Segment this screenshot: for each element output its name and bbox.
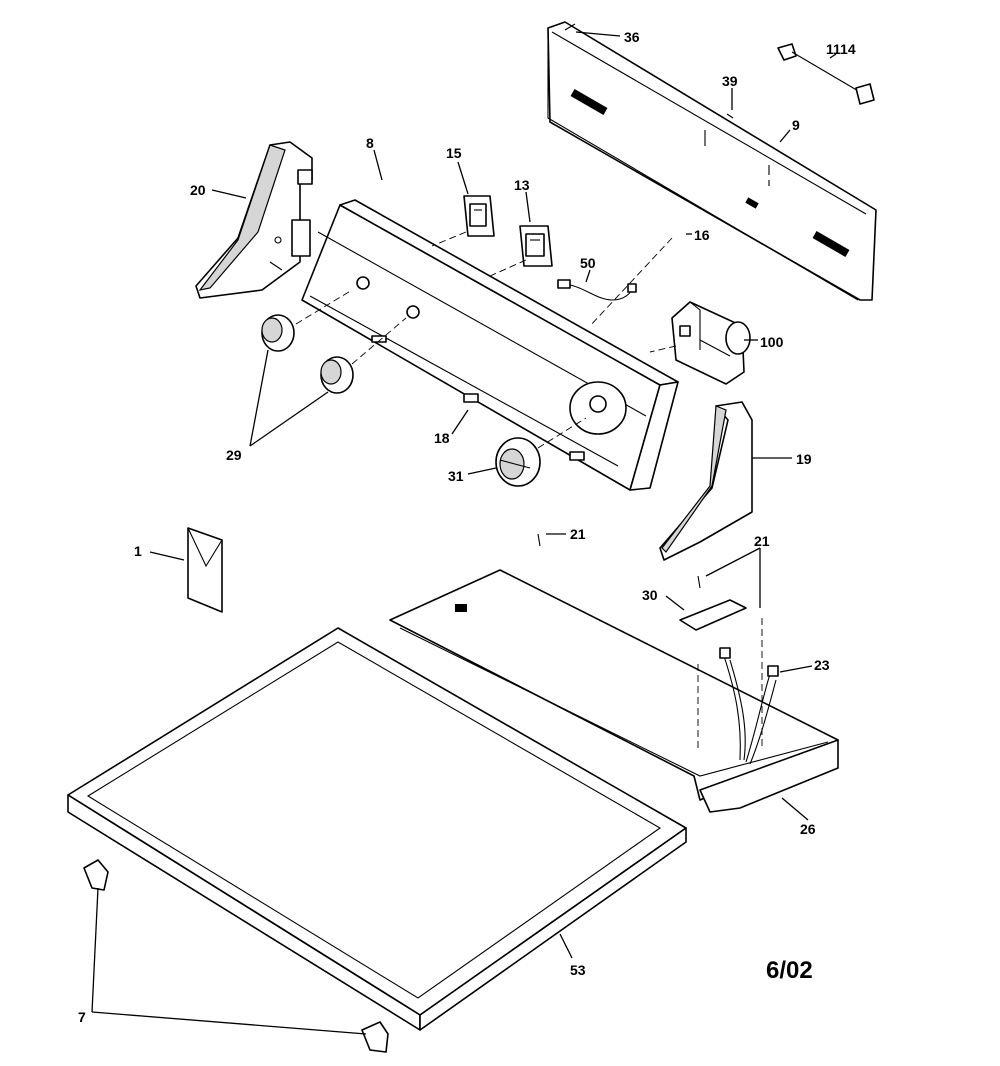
callout-100: 100 <box>760 334 784 350</box>
main-top-53 <box>67 627 687 1031</box>
callout-23: 23 <box>814 657 830 673</box>
knob-lower <box>320 356 354 394</box>
date-code: 6/02 <box>766 957 813 984</box>
switch-15 <box>463 195 495 237</box>
knob-timer-31 <box>495 437 541 487</box>
callout-labels: 36 1114 39 9 8 15 13 20 16 50 100 29 18 … <box>78 29 856 1025</box>
wire-harness-23 <box>719 647 779 765</box>
backsplash-panel <box>547 21 877 301</box>
callout-53: 53 <box>570 962 586 978</box>
timer-100 <box>671 301 751 385</box>
control-console <box>301 199 679 491</box>
left-end-cap <box>195 141 313 299</box>
callout-8: 8 <box>366 135 374 151</box>
callout-1114: 1114 <box>826 41 856 57</box>
callout-31: 31 <box>448 468 464 484</box>
callout-13: 13 <box>514 177 530 193</box>
screw-21a <box>537 533 541 547</box>
leader-lines <box>91 31 837 1035</box>
wire-harness-50 <box>557 279 637 301</box>
callout-50: 50 <box>580 255 596 271</box>
strap-part <box>777 43 875 105</box>
right-end-cap <box>659 401 753 561</box>
clip-7-left <box>83 859 109 891</box>
screw-39 <box>726 113 734 119</box>
literature-1 <box>187 527 223 613</box>
callout-30: 30 <box>642 587 658 603</box>
rear-bracket-26 <box>389 569 839 813</box>
cover-plate-30 <box>679 599 747 631</box>
callout-16: 16 <box>694 227 710 243</box>
callout-39: 39 <box>722 73 738 89</box>
callout-36: 36 <box>624 29 640 45</box>
clip-7-right <box>361 1021 389 1053</box>
screw-21b <box>697 575 701 589</box>
callout-21-lower: 21 <box>754 533 770 549</box>
callout-20: 20 <box>190 182 206 198</box>
callout-9: 9 <box>792 117 800 133</box>
callout-19: 19 <box>796 451 812 467</box>
callout-29: 29 <box>226 447 242 463</box>
assembly-lines <box>295 231 763 750</box>
callout-1: 1 <box>134 543 142 559</box>
callout-21-upper: 21 <box>570 526 586 542</box>
callout-18: 18 <box>434 430 450 446</box>
callout-26: 26 <box>800 821 816 837</box>
callout-15: 15 <box>446 145 462 161</box>
callout-7: 7 <box>78 1009 86 1025</box>
screw-36 <box>564 23 576 31</box>
knob-upper <box>261 314 295 352</box>
switch-13 <box>519 225 553 267</box>
